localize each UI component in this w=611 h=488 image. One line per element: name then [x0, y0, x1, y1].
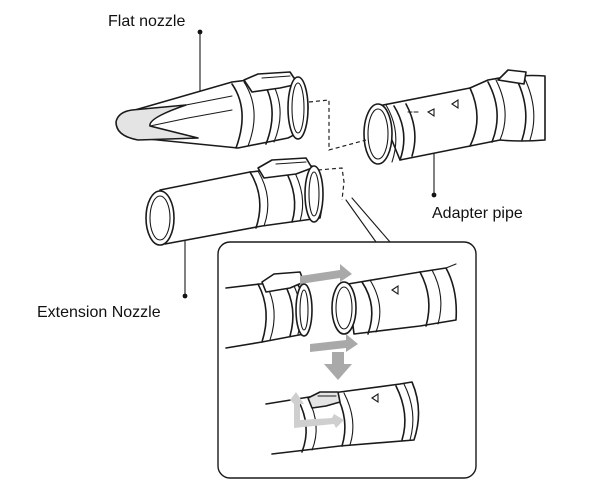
extension-nozzle	[145, 157, 324, 246]
label-adapter-pipe: Adapter pipe	[432, 205, 523, 222]
flat-nozzle	[115, 71, 309, 149]
adapter-pipe	[363, 69, 546, 165]
detail-step-2	[265, 381, 420, 455]
label-flat-nozzle: Flat nozzle	[108, 13, 185, 30]
label-extension-nozzle: Extension Nozzle	[37, 304, 161, 321]
detail-step-1	[225, 263, 458, 380]
guide-lines	[308, 99, 367, 201]
